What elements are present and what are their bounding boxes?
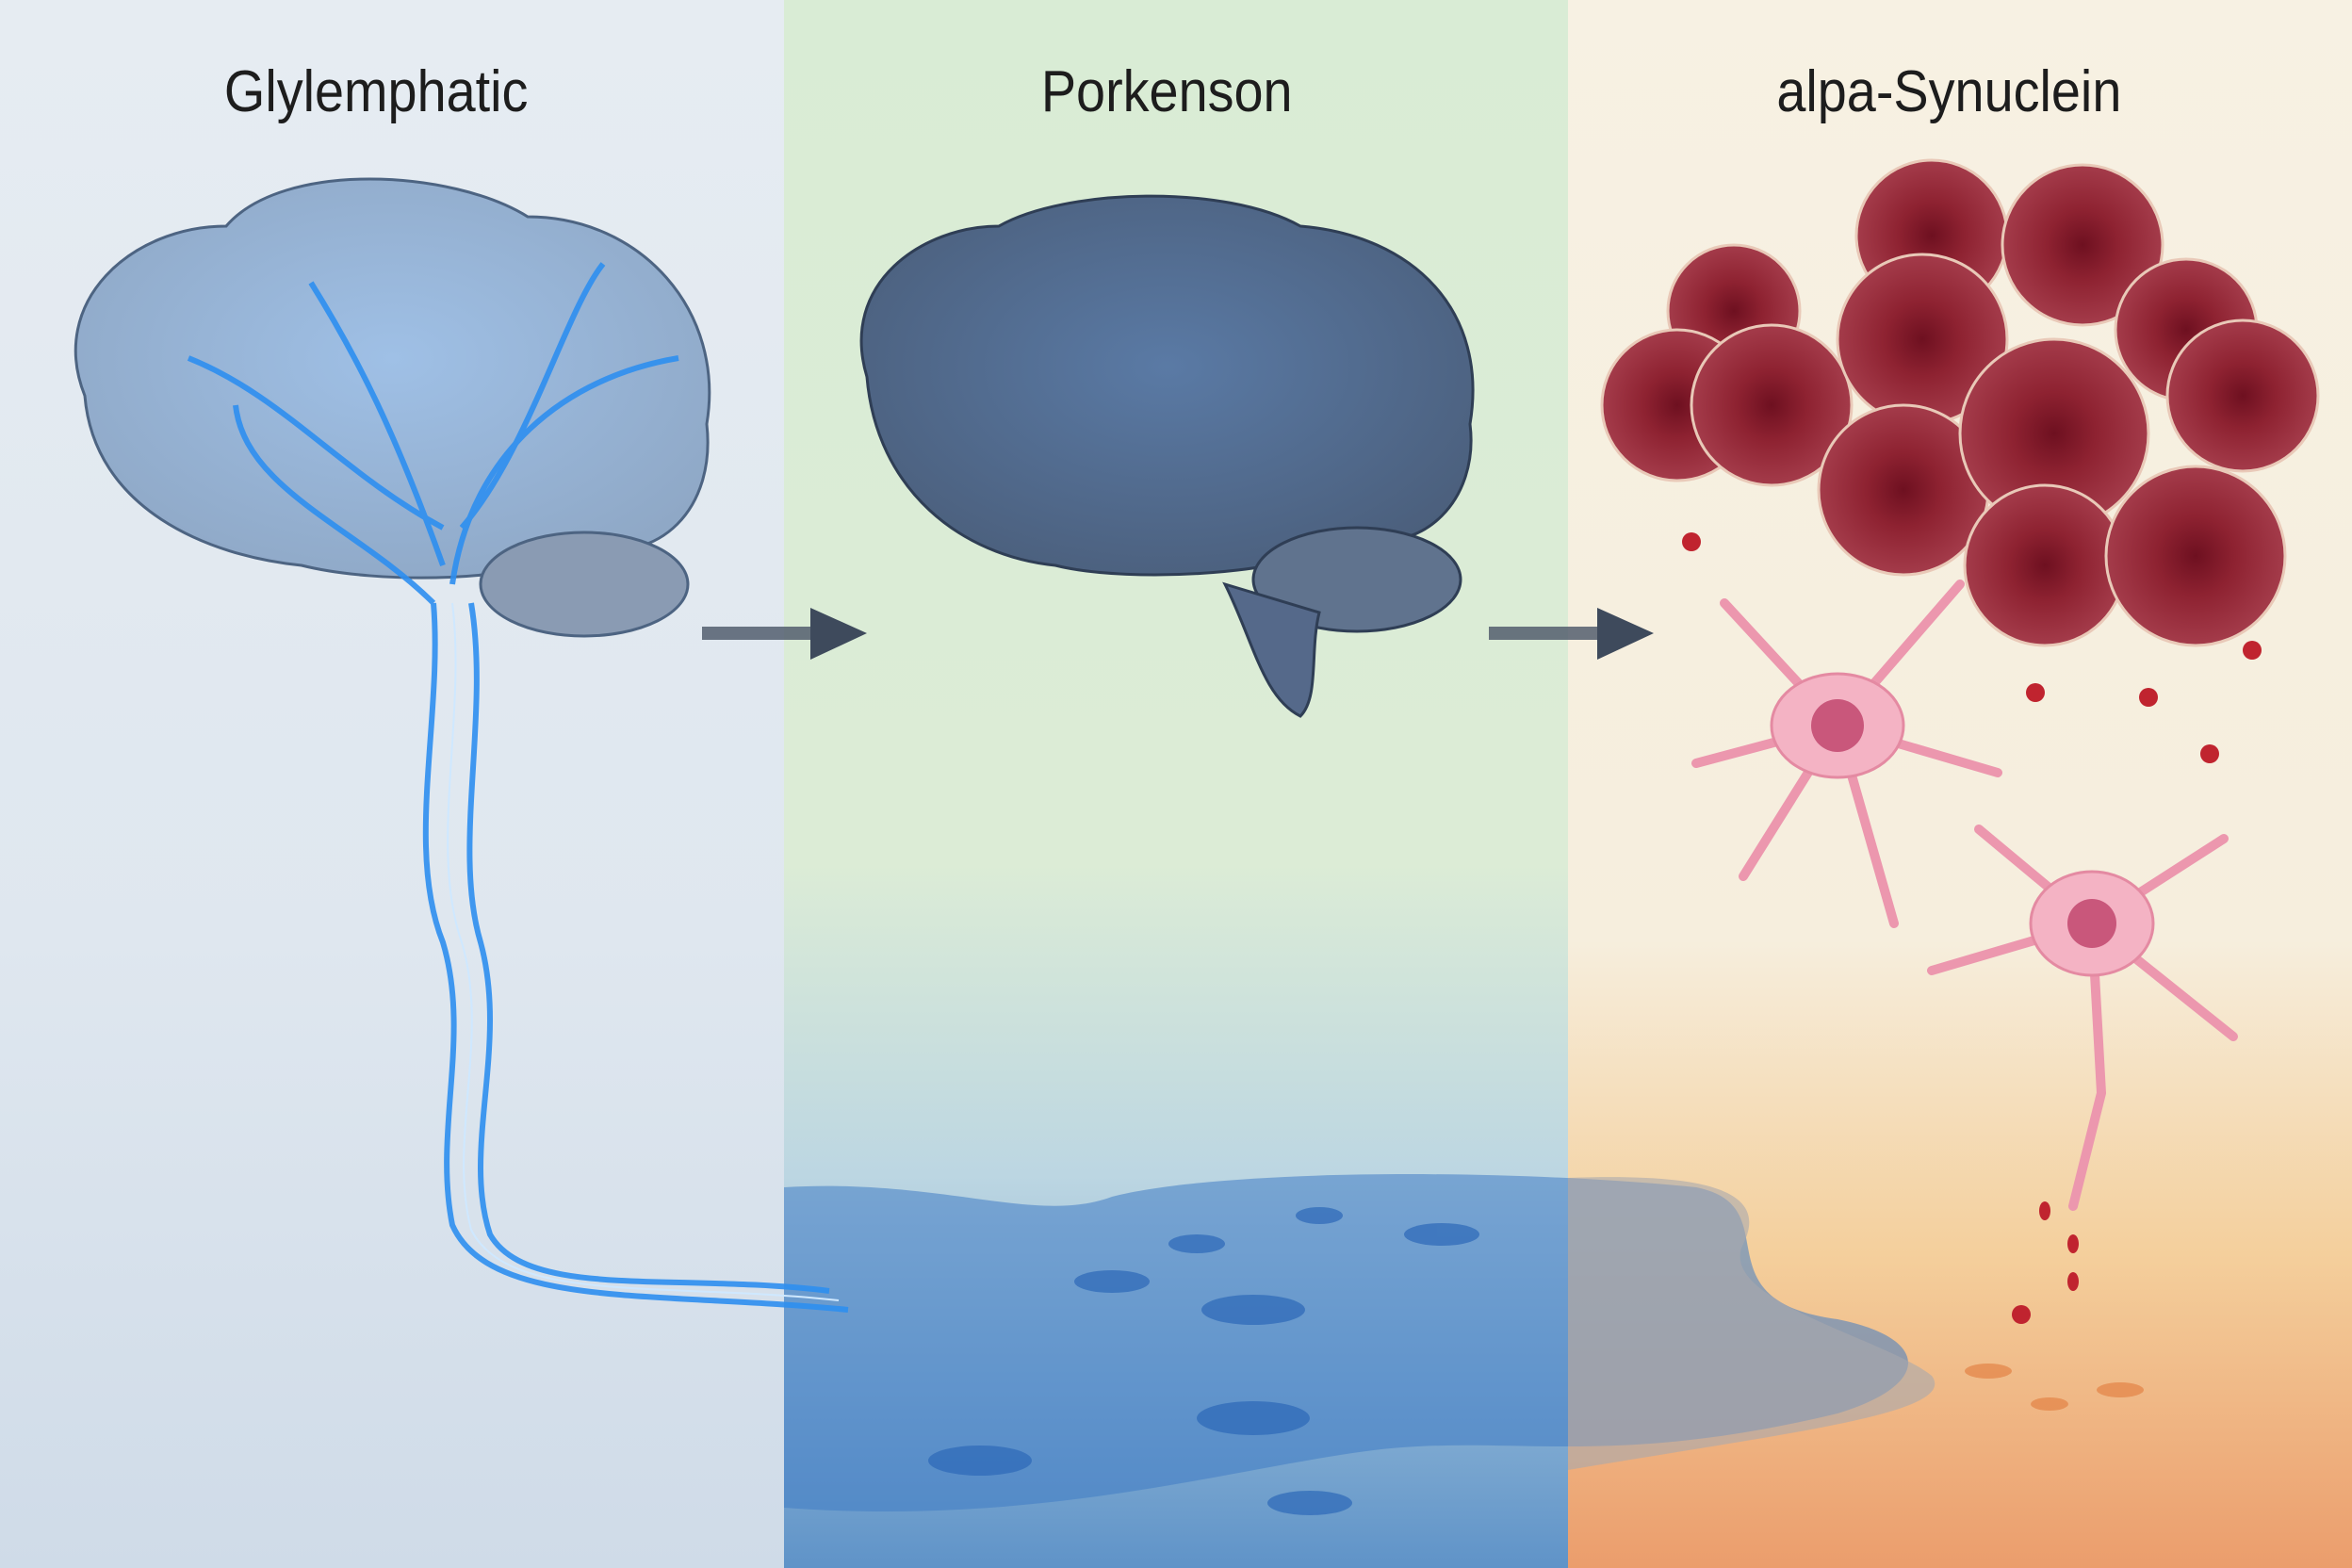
panel-title-synuclein: alpa-Synuclein	[1776, 59, 2122, 124]
fluid-droplets	[928, 1207, 1479, 1515]
panel-title-parkinson: Porkenson	[1040, 59, 1293, 124]
alpha-synuclein-aggregates	[1600, 158, 2320, 647]
arrow-right-icon	[702, 608, 867, 660]
parkinson-brain	[859, 194, 1475, 718]
arrow-right-icon	[1489, 608, 1654, 660]
glymphatic-brain	[74, 177, 849, 1313]
synuclein-particles	[1682, 532, 2262, 1324]
panel-title-glymphatic: Glylemphatic	[223, 59, 529, 124]
neurons	[1691, 580, 2238, 1211]
